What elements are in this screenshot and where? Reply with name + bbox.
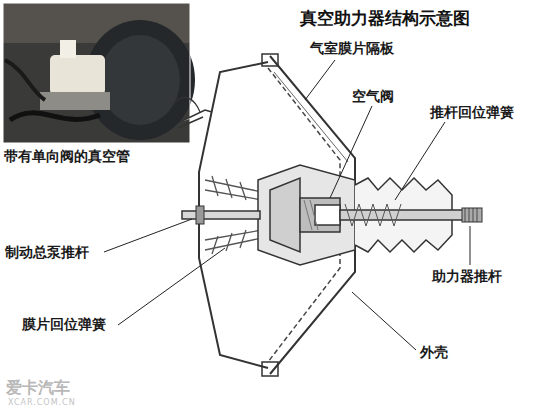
part-label: 推杆回位弹簧	[430, 104, 514, 121]
watermark: XCAR.COM.CN	[8, 398, 76, 408]
leader-line	[104, 60, 470, 350]
inset-photo	[3, 3, 195, 143]
part-label: 外壳	[420, 344, 448, 361]
part-label: 制动总泵推杆	[5, 244, 89, 261]
part-label: 膜片回位弹簧	[22, 316, 106, 333]
part-label: 气室膜片隔板	[310, 40, 394, 57]
part-label: 空气阀	[352, 88, 394, 105]
diagram-title: 真空助力器结构示意图	[300, 8, 470, 28]
part-label: 带有单向阀的真空管	[4, 148, 130, 165]
part-label: 助力器推杆	[432, 268, 502, 285]
watermark: 爱卡汽车	[6, 378, 70, 397]
